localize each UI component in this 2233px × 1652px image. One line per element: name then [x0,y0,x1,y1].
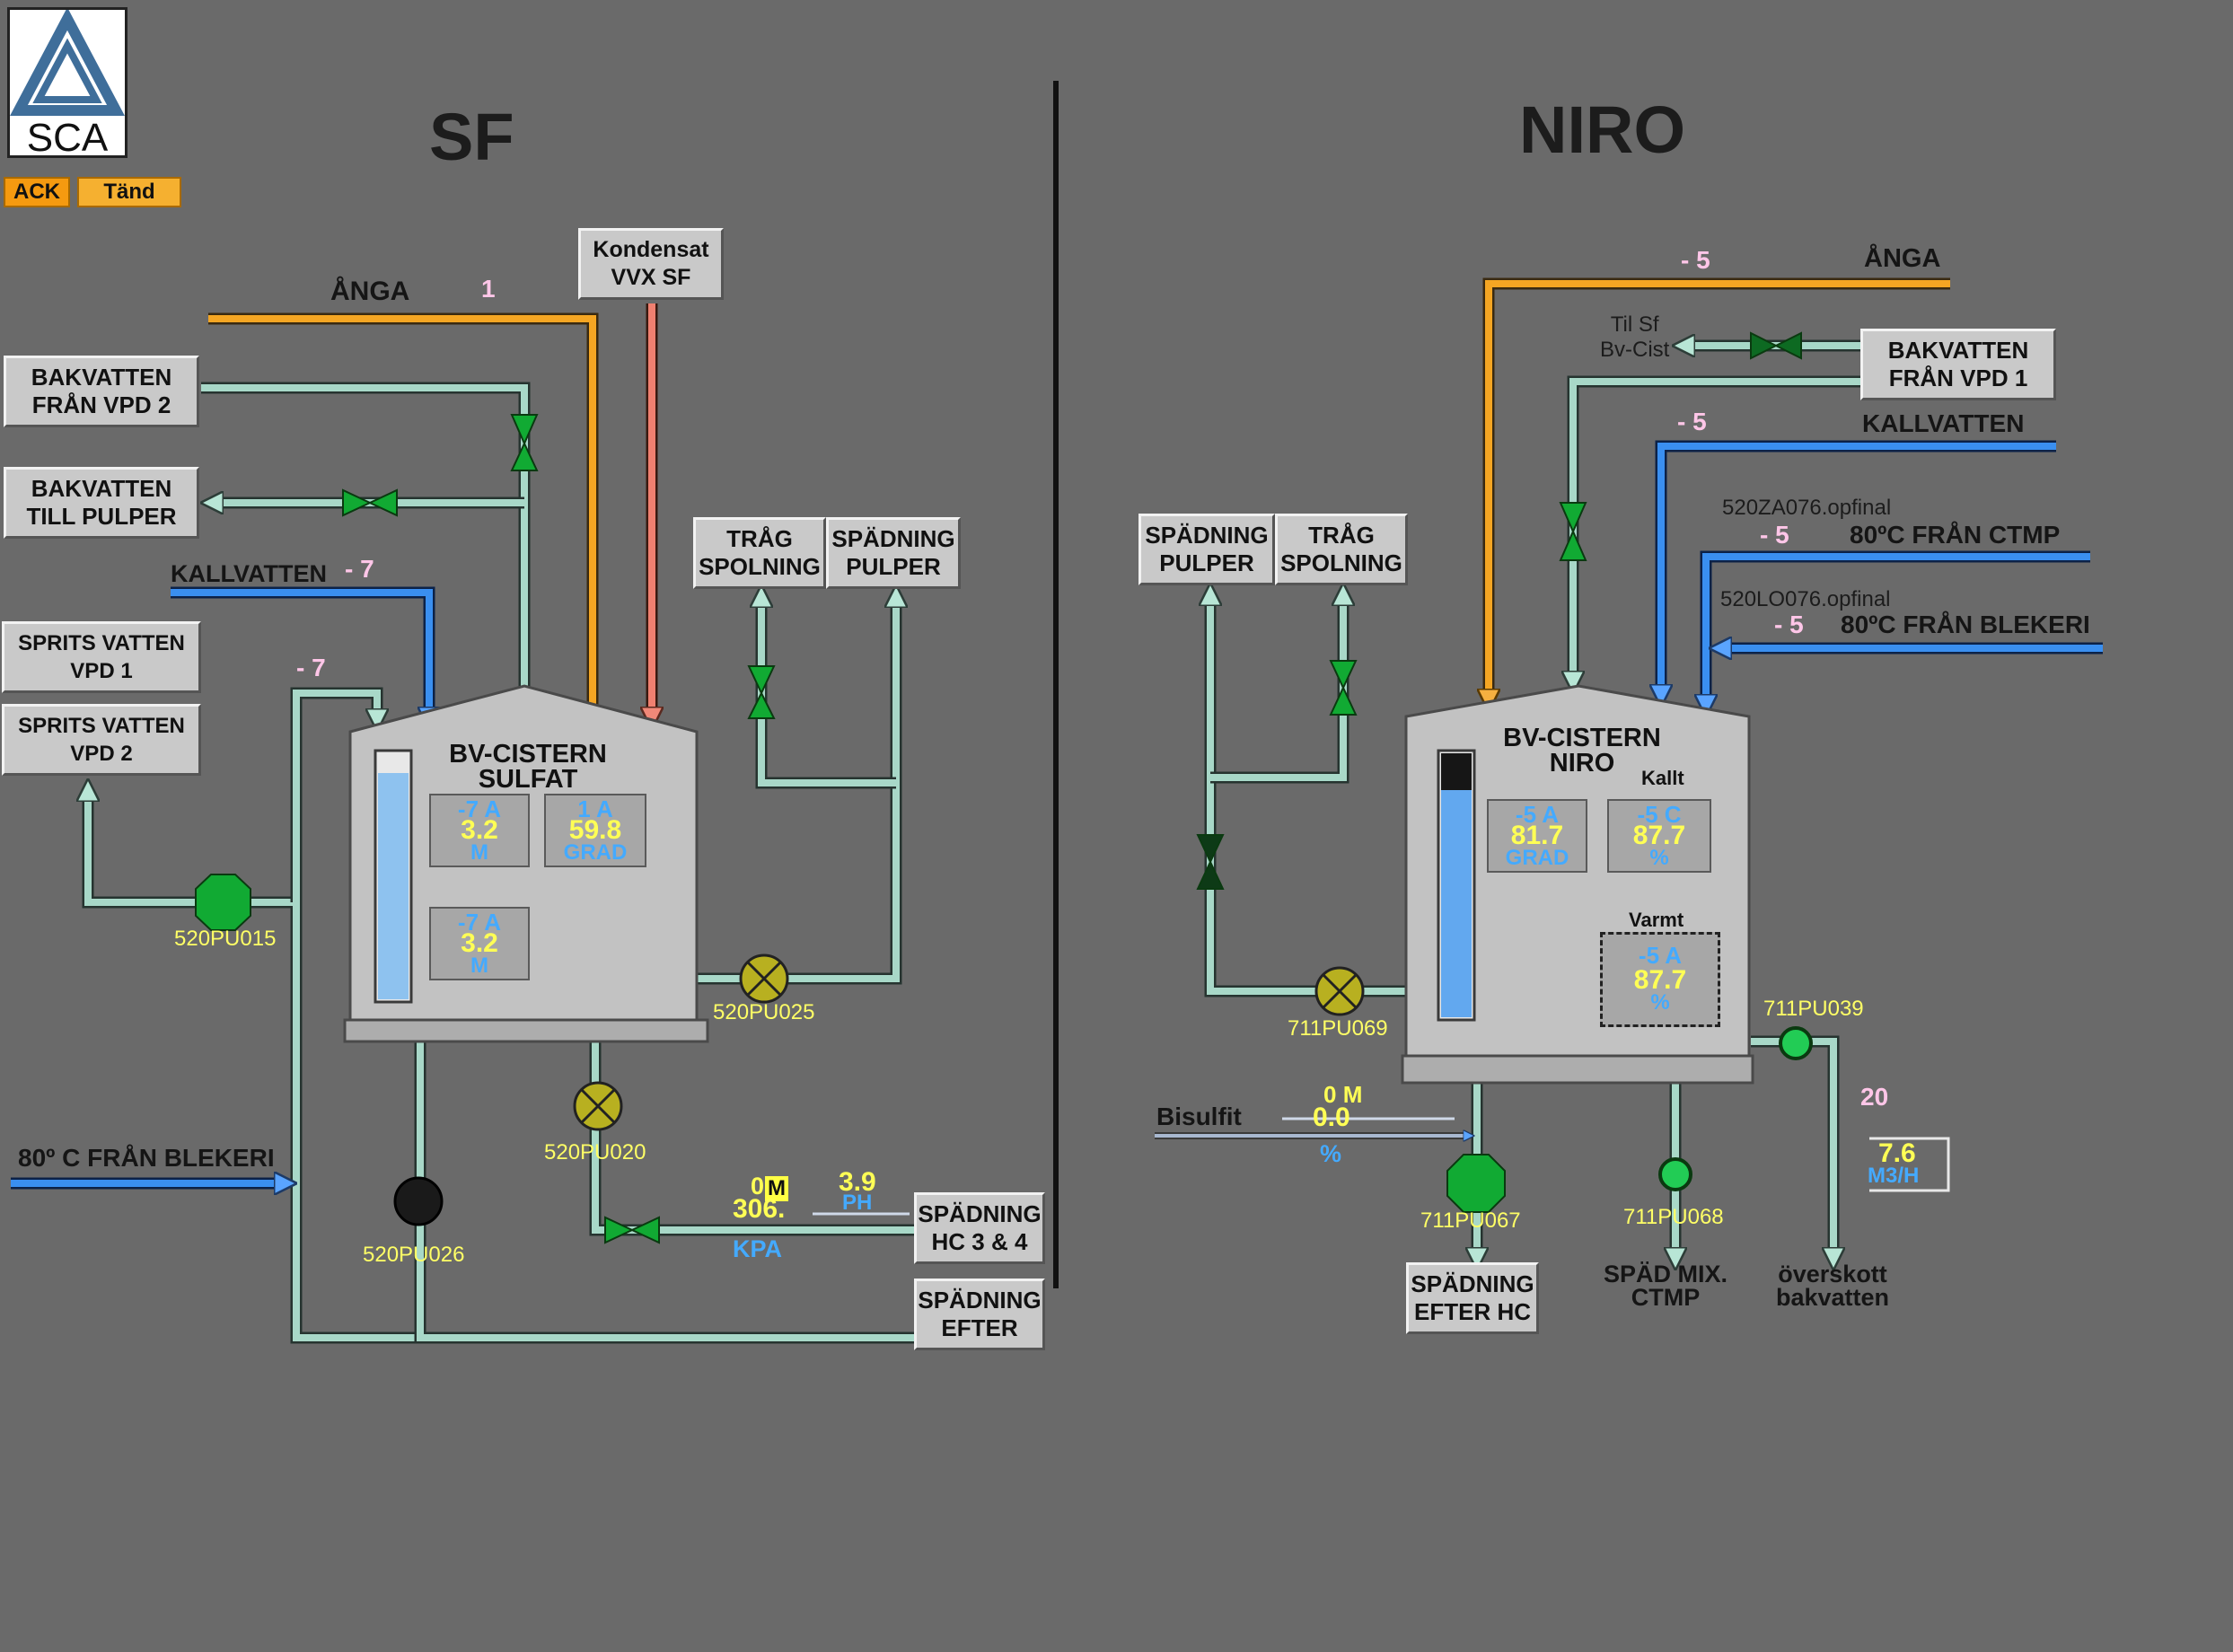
sprits-vatten-vpd2-button[interactable]: SPRITS VATTEN VPD 2 [2,704,201,776]
hc34-ph-value: 3.9 [839,1167,876,1197]
bisulfit-unit: % [1320,1140,1342,1167]
sf-spadning-pulper-button[interactable]: SPÄDNING PULPER [826,517,961,589]
sf-trag-spolning-button[interactable]: TRÅG SPOLNING [693,517,826,589]
til-sf-bv-cist-label: Til Sf Bv-Cist [1600,312,1670,362]
ctmp-tag: 520ZA076.opfinal [1722,496,1892,520]
flow-unit: M3/H [1868,1164,1920,1188]
niro-blekeri-value: - 5 [1774,611,1804,638]
bakvatten-fran-vpd2-button[interactable]: BAKVATTEN FRÅN VPD 2 [4,356,199,427]
bisulfit-label: Bisulfit [1156,1103,1242,1130]
hc34-ph-unit: PH [842,1191,873,1215]
pump-711pu067-icon[interactable] [1446,1154,1506,1213]
bakvatten-till-pulper-button[interactable]: BAKVATTEN TILL PULPER [4,467,199,539]
niro-title: NIRO [1519,92,1685,167]
hc34-mode-value: 0 [751,1173,765,1199]
pump-520pu015-label: 520PU015 [174,927,277,951]
pump-520pu026-icon[interactable] [393,1176,444,1226]
spad-mix-ctmp-label: SPÄD MIX. CTMP [1604,1261,1728,1311]
sf-title: SF [429,100,514,174]
sf-sprits-value: - 7 [296,654,326,681]
flow-value: 7.6 [1878,1138,1916,1168]
pump-520pu020-label: 520PU020 [544,1140,646,1164]
niro-spadning-pulper-button[interactable]: SPÄDNING PULPER [1138,514,1275,585]
niro-trag-spolning-button[interactable]: TRÅG SPOLNING [1275,514,1408,585]
niro-level-fill [1441,790,1472,1017]
sulfat-level-fill [378,773,409,999]
pump-520pu026-label: 520PU026 [363,1243,465,1267]
valves[interactable] [342,331,1802,1244]
sf-kallvatten-label: KALLVATTEN [171,560,327,587]
pump-711pu039-icon[interactable] [1779,1026,1813,1060]
sca-logo-icon [10,7,125,116]
varmt-label: Varmt [1629,909,1684,931]
sca-logo: SCA [7,7,127,160]
spadning-efter-hc-button[interactable]: SPÄDNING EFTER HC [1406,1262,1539,1334]
blekeri-tag: 520LO076.opfinal [1720,587,1891,611]
light-button[interactable]: Tänd [77,177,181,207]
niro-steam-value: - 5 [1681,246,1710,274]
sf-kallvatten-value: - 7 [345,555,374,583]
kondensat-vvx-button[interactable]: Kondensat VVX SF [578,228,724,300]
spadning-hc34-button[interactable]: SPÄDNING HC 3 & 4 [914,1192,1045,1264]
niro-readout-temp[interactable]: -5 A 81.7 GRAD [1487,799,1587,873]
sf-steam-label: ÅNGA [330,277,410,306]
sf-steam-value: 1 [481,275,496,303]
sprits-vatten-vpd1-button[interactable]: SPRITS VATTEN VPD 1 [2,621,201,693]
overskott-bakvatten-label: överskott bakvatten [1776,1261,1890,1311]
hc34-pressure-value: 306. [733,1194,786,1224]
pump-520pu015-icon[interactable] [195,874,251,931]
pump-711pu067-label: 711PU067 [1420,1208,1521,1233]
niro-kallvatten-label: KALLVATTEN [1862,409,2025,437]
logo-text: SCA [26,116,109,160]
niro-readout-varmt[interactable]: -5 A 87.7 % [1600,932,1720,1027]
flow-setpoint: 20 [1860,1083,1889,1111]
pumps[interactable] [195,874,1813,1226]
ack-button[interactable]: ACK [4,177,70,207]
pump-711pu068-label: 711PU068 [1623,1205,1724,1229]
spadning-efter-button[interactable]: SPÄDNING EFTER [914,1279,1045,1350]
bisulfit-value: 0.0 [1313,1103,1350,1132]
hc34-mode[interactable]: M [765,1176,788,1201]
niro-steam-label: ÅNGA [1864,244,1941,273]
kallt-label: Kallt [1641,767,1684,789]
sf-pipes [11,303,914,1344]
pump-711pu068-icon[interactable] [1658,1157,1692,1191]
niro-kallvatten-value: - 5 [1677,408,1707,435]
niro-readout-kallt[interactable]: -5 C 87.7 % [1607,799,1711,873]
ctmp-label: 80ºC FRÅN CTMP [1850,521,2061,549]
ctmp-value: - 5 [1760,521,1789,549]
sulfat-readout-level-2[interactable]: -7 A 3.2 M [429,907,530,980]
bisulfit-mode: 0 M [1323,1081,1363,1108]
hc34-pressure-unit: KPA [733,1235,783,1262]
niro-blekeri-label: 80ºC FRÅN BLEKERI [1841,611,2090,638]
bakvatten-fran-vpd1-button[interactable]: BAKVATTEN FRÅN VPD 1 [1860,329,2056,400]
pump-711pu069-label: 711PU069 [1288,1016,1388,1041]
sf-blekeri-label: 80º C FRÅN BLEKERI [18,1144,275,1172]
pump-711pu039-label: 711PU039 [1763,997,1864,1021]
pump-520pu025-label: 520PU025 [713,1000,815,1024]
sulfat-readout-level-1[interactable]: -7 A 3.2 M [429,794,530,867]
sulfat-readout-temp[interactable]: 1 A 59.8 GRAD [544,794,646,867]
